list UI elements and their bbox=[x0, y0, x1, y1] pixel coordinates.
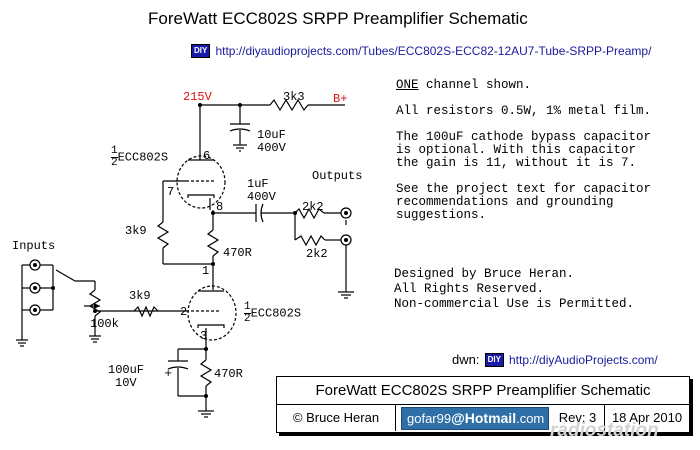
tube-bottom-label: 1 2 ECC802S bbox=[244, 301, 302, 325]
note-resistors: All resistors 0.5W, 1% metal film. bbox=[396, 104, 652, 118]
email-badge[interactable]: gofar99@Hotmail.com bbox=[401, 407, 549, 430]
title-block-date-cell: 18 Apr 2010 bbox=[605, 405, 689, 431]
note-bypass-2: is optional. With this capacitor bbox=[396, 143, 637, 157]
header-link[interactable]: DIY http://diyaudioprojects.com/Tubes/EC… bbox=[191, 42, 651, 58]
diy-logo-icon: DIY bbox=[191, 43, 211, 58]
note-project-2: recommendations and grounding bbox=[396, 195, 614, 209]
title-block-rev-cell: Rev: 3 bbox=[551, 405, 605, 431]
title-block-header: ForeWatt ECC802S SRPP Preamplifier Schem… bbox=[277, 377, 689, 405]
supply-cap-value: 10uF bbox=[257, 128, 286, 142]
grid-resistor-top-label: 3k9 bbox=[125, 224, 147, 238]
pin1-label: 1 bbox=[202, 264, 210, 278]
watermark: radiostation bbox=[550, 420, 659, 441]
pin7-label: 7 bbox=[167, 185, 175, 199]
cathode-cap-value: 100uF bbox=[108, 363, 145, 377]
pin2-label: 2 bbox=[180, 305, 188, 319]
grid-resistor-bottom-label: 3k9 bbox=[129, 289, 151, 303]
note-project-3: suggestions. bbox=[396, 208, 487, 222]
schematic-title: ForeWatt ECC802S SRPP Preamplifier Schem… bbox=[148, 9, 528, 28]
note-project-1: See the project text for capacitor bbox=[396, 182, 652, 196]
dwn-url[interactable]: http://diyAudioProjects.com/ bbox=[509, 353, 658, 367]
mid-resistor-label: 470R bbox=[223, 246, 252, 260]
dwn-link[interactable]: dwn: DIY http://diyAudioProjects.com/ bbox=[452, 351, 658, 367]
credit-rights: All Rights Reserved. bbox=[394, 282, 545, 296]
diy-logo-icon: DIY bbox=[484, 352, 504, 367]
header-link-url[interactable]: http://diyaudioprojects.com/Tubes/ECC802… bbox=[215, 44, 652, 58]
dwn-label: dwn: bbox=[452, 352, 480, 367]
title-block-title: ForeWatt ECC802S SRPP Preamplifier Schem… bbox=[315, 382, 651, 399]
title-block-date: 18 Apr 2010 bbox=[611, 410, 683, 425]
supply-cap-voltage: 400V bbox=[257, 141, 286, 155]
credit-use: Non-commercial Use is Permitted. bbox=[394, 297, 635, 311]
b-plus-label: B+ bbox=[333, 92, 348, 106]
supply-resistor-label: 3k3 bbox=[283, 90, 305, 104]
output-resistor-b-label: 2k2 bbox=[306, 247, 328, 261]
pot-label: 100k bbox=[90, 317, 119, 331]
output-cap-voltage: 400V bbox=[247, 190, 276, 204]
note-channel: ONE channel shown. bbox=[396, 78, 532, 92]
output-resistor-a-label: 2k2 bbox=[302, 200, 324, 214]
cathode-resistor-label: 470R bbox=[214, 367, 243, 381]
pin3-label: 3 bbox=[200, 329, 208, 343]
note-bypass-3: the gain is 11, without it is 7. bbox=[396, 156, 637, 170]
at-icon: @ bbox=[451, 410, 465, 426]
title-block-author: © Bruce Heran bbox=[292, 410, 380, 425]
pin8-label: 8 bbox=[216, 200, 224, 214]
supply-voltage-label: 215V bbox=[183, 90, 212, 104]
outputs-label: Outputs bbox=[312, 169, 363, 183]
note-bypass-1: The 100uF cathode bypass capacitor bbox=[396, 130, 652, 144]
pin6-label: 6 bbox=[203, 149, 211, 163]
inputs-label: Inputs bbox=[12, 239, 56, 253]
title-block: ForeWatt ECC802S SRPP Preamplifier Schem… bbox=[276, 376, 690, 433]
credit-designer: Designed by Bruce Heran. bbox=[394, 267, 575, 281]
svg-text:+: + bbox=[164, 368, 172, 379]
output-cap-value: 1uF bbox=[247, 177, 269, 191]
title-block-rev: Rev: 3 bbox=[558, 410, 597, 425]
cathode-cap-voltage: 10V bbox=[115, 376, 137, 390]
title-block-author-cell: © Bruce Heran bbox=[277, 405, 396, 431]
tube-top-label: 1 2 ECC802S bbox=[111, 145, 169, 169]
